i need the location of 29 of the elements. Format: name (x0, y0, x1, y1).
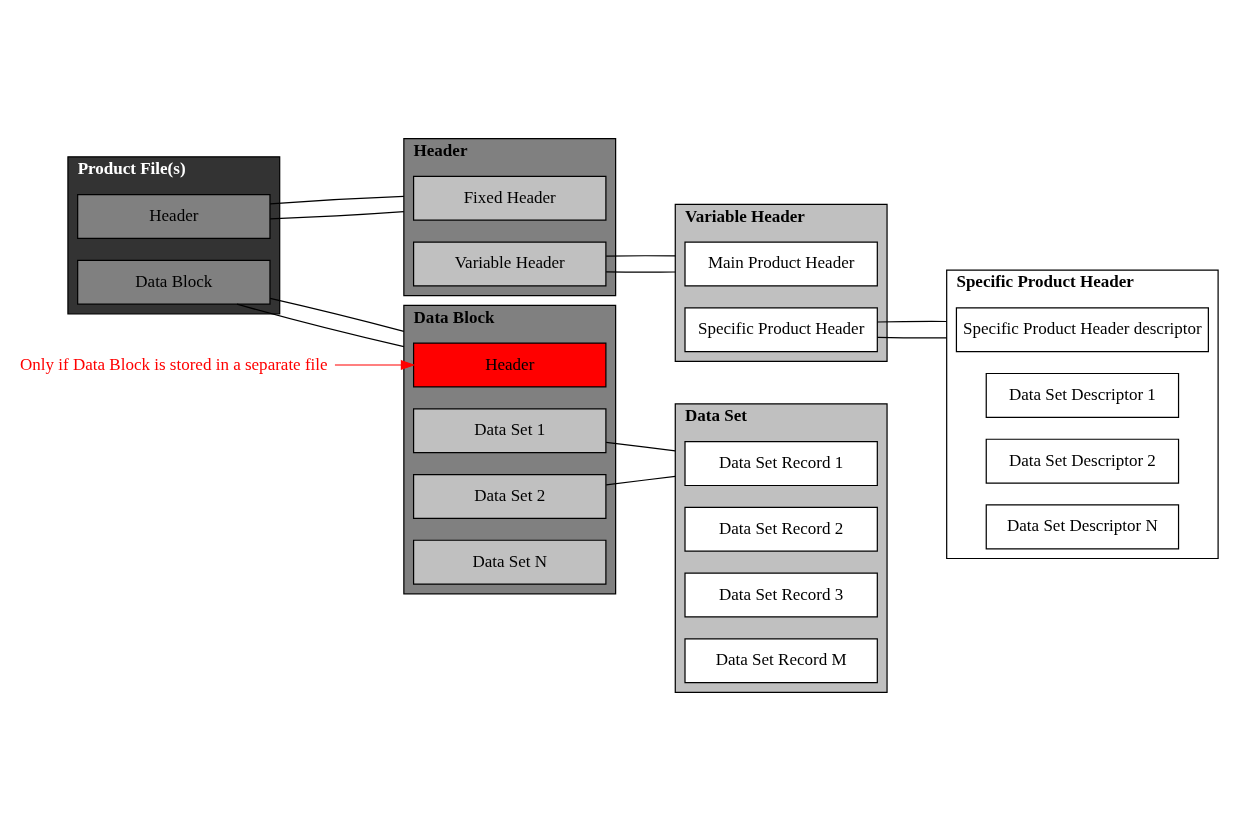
node-box: Data Set N (412, 539, 607, 585)
node-box: Header (77, 193, 271, 239)
node-box: Main Product Header (684, 240, 878, 286)
node-box: Data Set Record 1 (684, 440, 878, 486)
node-box: Data Set Record 2 (684, 506, 878, 552)
node-box: Header (412, 341, 607, 387)
node-box: Specific Product Header descriptor (955, 306, 1209, 352)
node-box: Data Set Record 3 (684, 572, 878, 618)
node-box: Data Set Descriptor N (985, 503, 1180, 549)
node-box: Variable Header (412, 240, 607, 286)
connector (605, 475, 676, 485)
node-box: Specific Product Header (684, 306, 878, 352)
node-box: Data Set 1 (412, 407, 607, 453)
connector (605, 270, 676, 273)
node-text: Only if Data Block is stored in a separate file (20, 353, 328, 373)
connector (269, 297, 405, 332)
connector (269, 195, 405, 204)
node-box: Fixed Header (412, 175, 607, 221)
connector (876, 320, 948, 323)
connector (876, 336, 948, 339)
node-box: Data Set Record M (684, 637, 878, 683)
node-box: Data Set Descriptor 1 (985, 372, 1180, 418)
connector (605, 254, 676, 257)
connector (269, 210, 405, 219)
connector (605, 441, 676, 451)
node-box: Data Set Descriptor 2 (985, 438, 1180, 484)
arrow (334, 359, 416, 370)
node-box: Data Set 2 (412, 473, 607, 519)
node-box: Data Block (77, 259, 271, 305)
